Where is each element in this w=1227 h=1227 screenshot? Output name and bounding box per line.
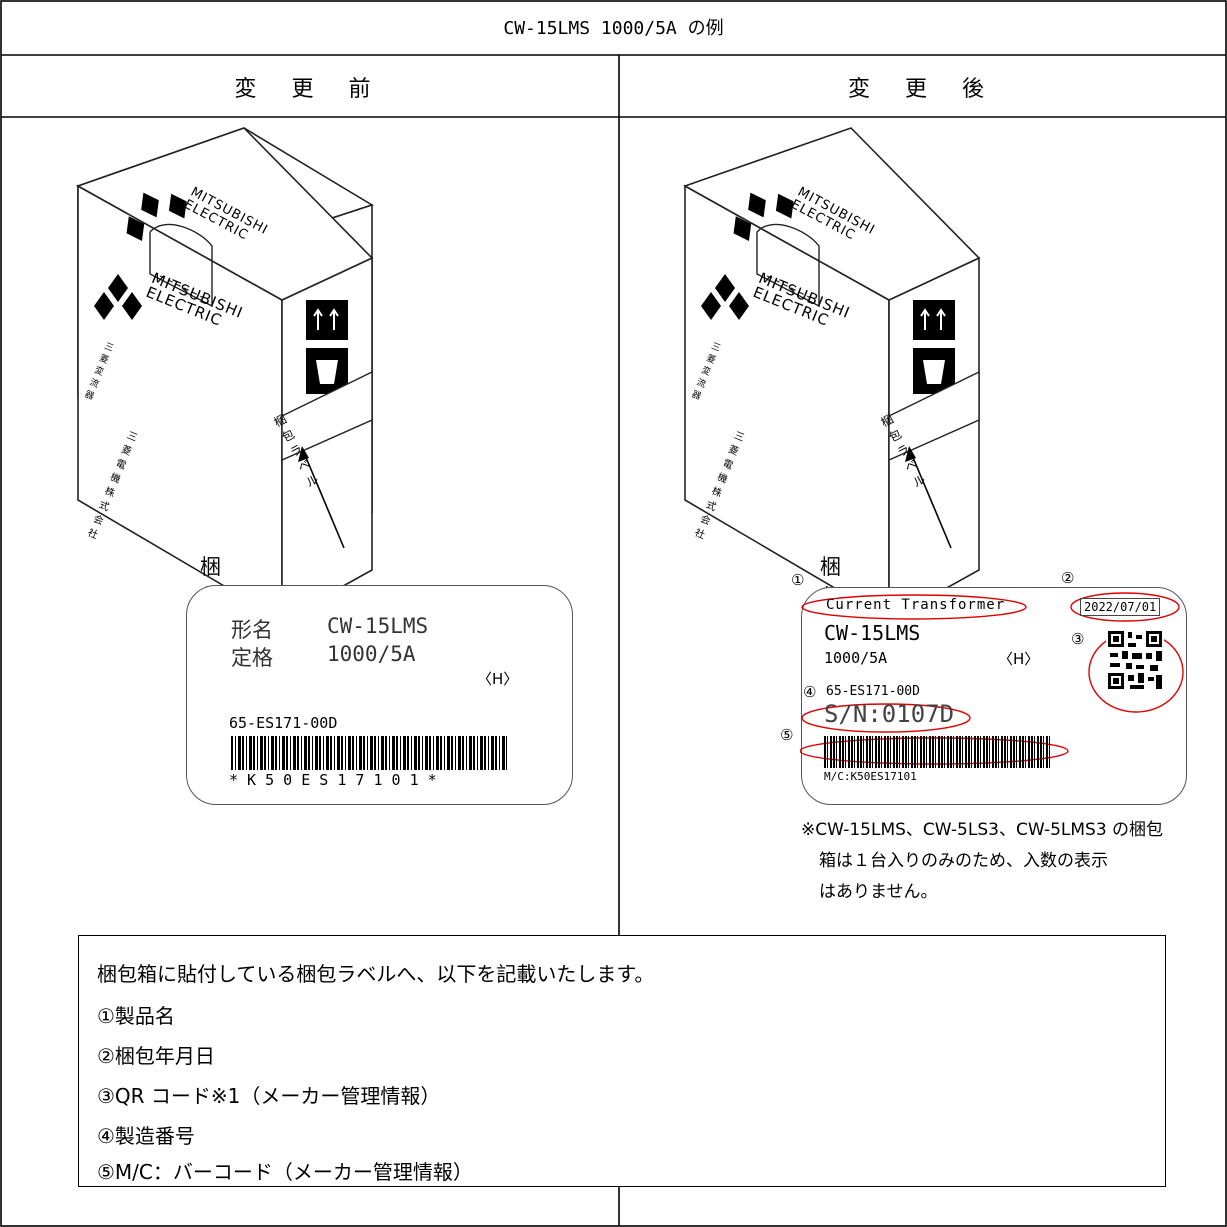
model-name: CW-15LMS [824, 621, 921, 645]
note-line-1: ※CW-15LMS、CW-5LS3、CW-5LMS3 の梱包 [801, 820, 1164, 840]
model-key: 形名 [231, 618, 273, 642]
box-outline-after [683, 127, 981, 622]
info-item-1: ①製品名 [97, 1004, 175, 1028]
note-line-2: 箱は１台入りのみのため、入数の表示 [819, 851, 1108, 871]
column-header-before: 変 更 前 [234, 77, 385, 102]
product-code: 65-ES171-00D [229, 714, 338, 732]
note-after: ※CW-15LMS、CW-5LS3、CW-5LMS3 の梱包 箱は１台入りのみの… [801, 815, 1163, 908]
marker-4: ④ [803, 683, 817, 701]
marker-1: ① [791, 571, 805, 589]
mc-text: M/C:K50ES17101 [824, 770, 917, 783]
box-outline-before [76, 127, 374, 622]
grade-mark-after: 〈H〉 [998, 650, 1040, 668]
column-header-after: 変 更 後 [848, 77, 998, 102]
barcode-after [824, 736, 1050, 768]
package-label-after: Current Transformer 2022/07/01 CW-15LMS … [800, 587, 1187, 805]
marker-2: ② [1061, 569, 1075, 587]
product-name: Current Transformer [826, 597, 1006, 613]
info-item-2: ②梱包年月日 [97, 1044, 215, 1068]
barcode-text: * K 5 0 E S 1 7 1 0 1 * [229, 771, 437, 789]
table-title: CW-15LMS 1000/5A の例 [503, 18, 724, 39]
product-code-after: 65-ES171-00D [826, 684, 920, 699]
qr-code [1106, 629, 1164, 691]
info-box: 梱包箱に貼付している梱包ラベルへ、以下を記載いたします。 ①製品名 ②梱包年月日… [78, 935, 1166, 1187]
rating-key: 定格 [231, 646, 273, 670]
info-item-5: ⑤M/C：バーコード（メーカー管理情報） [97, 1160, 473, 1184]
grade-mark: 〈H〉 [477, 670, 519, 688]
marker-3: ③ [1071, 630, 1085, 648]
serial-number: S/N:0107D [824, 700, 955, 728]
rating: 1000/5A [824, 649, 888, 667]
note-line-3: はありません。 [819, 882, 938, 902]
barcode-before [231, 736, 507, 770]
model-value: CW-15LMS [327, 614, 429, 638]
rating-value: 1000/5A [327, 642, 416, 666]
info-intro: 梱包箱に貼付している梱包ラベルへ、以下を記載いたします。 [97, 962, 655, 986]
pack-date: 2022/07/01 [1080, 598, 1161, 616]
info-item-4: ④製造番号 [97, 1124, 195, 1148]
marker-5: ⑤ [780, 726, 794, 744]
info-item-3: ③QR コード※1（メーカー管理情報） [97, 1084, 441, 1108]
package-label-before: 形名 CW-15LMS 定格 1000/5A 〈H〉 65-ES171-00D … [186, 585, 573, 805]
